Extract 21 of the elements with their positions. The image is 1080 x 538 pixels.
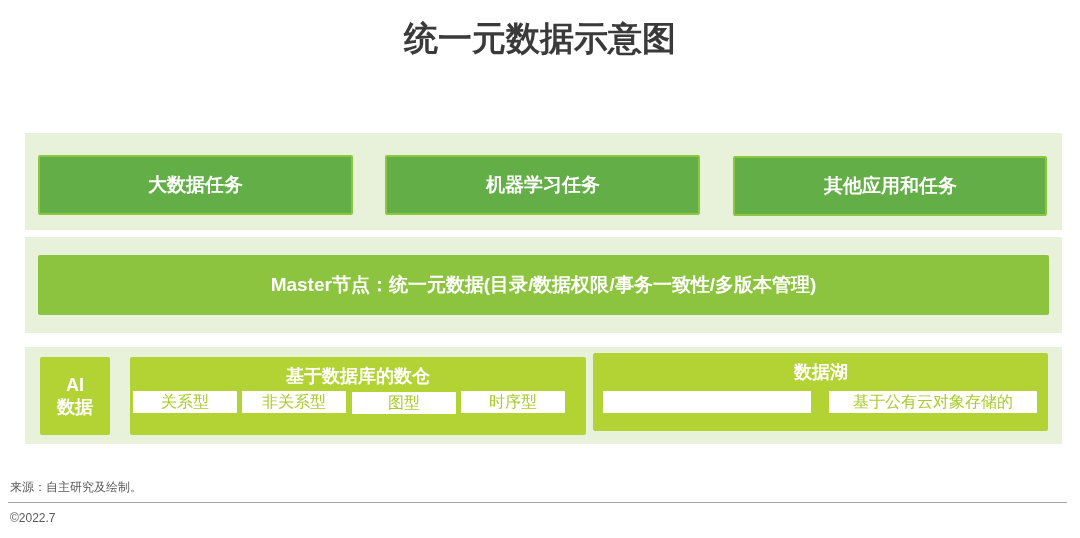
title: 统一元数据示意图 (402, 18, 677, 59)
panel-heading: 数据湖 (792, 361, 849, 383)
source-note: 来源：自主研究及绘制。 (10, 479, 142, 496)
empty-tag (603, 391, 811, 413)
band-panel (25, 133, 1062, 230)
type-tag: 图型 (352, 392, 456, 414)
data-box: AI 数据 (40, 357, 110, 435)
task-box: 机器学习任务 (385, 155, 700, 215)
storage-panel (130, 357, 586, 435)
storage-panel (593, 353, 1048, 431)
panel-heading: 基于数据库的数仓 (285, 365, 431, 387)
master-node-box: Master节点：统一元数据(目录/数据权限/事务一致性/多版本管理) (38, 255, 1049, 315)
band-panel (25, 347, 1062, 444)
type-tag: 基于公有云对象存储的 (829, 391, 1037, 413)
type-tag: 非关系型 (242, 391, 346, 413)
band-panel (25, 237, 1062, 333)
type-tag: 时序型 (461, 391, 565, 413)
task-box: 大数据任务 (38, 155, 353, 215)
task-box: 其他应用和任务 (733, 156, 1047, 216)
type-tag: 关系型 (133, 391, 237, 413)
copyright-note: ©2022.7 (10, 510, 56, 527)
